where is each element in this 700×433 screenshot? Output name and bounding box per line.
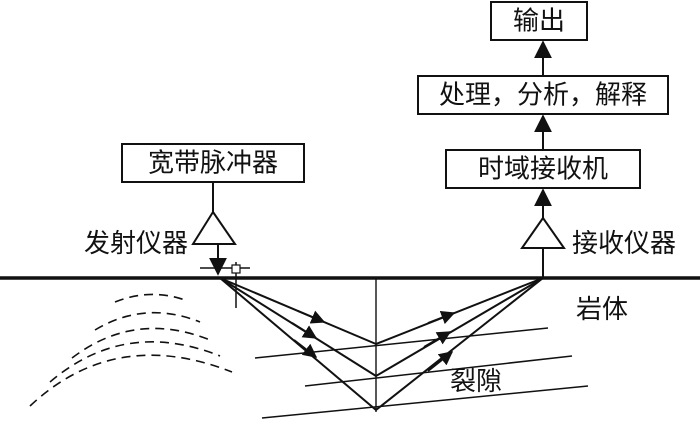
pulser-label: 宽带脉冲器 [148, 149, 278, 179]
receiver-box: 时域接收机 [445, 149, 641, 189]
receiver-box-label: 时域接收机 [478, 155, 608, 185]
wavefronts [29, 293, 233, 407]
output-box: 输出 [490, 1, 588, 41]
ray-arrows [291, 310, 456, 372]
reflected-rays [375, 277, 544, 411]
processing-box: 处理，分析，解释 [417, 75, 669, 115]
transmitter-marker [231, 264, 241, 274]
receiver-antenna-icon [520, 216, 566, 249]
pulser-box: 宽带脉冲器 [121, 143, 305, 183]
processing-label: 处理，分析，解释 [439, 81, 647, 111]
transmitter-antenna-icon [191, 210, 237, 245]
rock-label: 岩体 [576, 295, 628, 325]
transmitter-label: 发射仪器 [84, 229, 188, 259]
receiver-instrument-label: 接收仪器 [572, 229, 676, 259]
output-label: 输出 [513, 7, 565, 37]
fracture-label: 裂隙 [450, 367, 502, 397]
